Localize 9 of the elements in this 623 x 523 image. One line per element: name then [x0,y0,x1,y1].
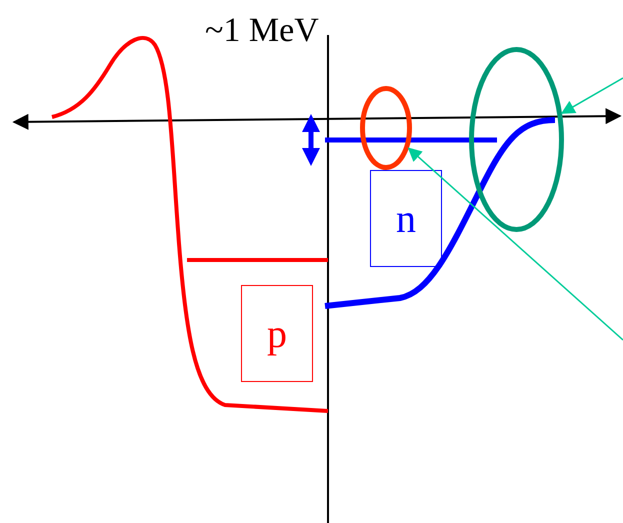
particle-label: n [396,195,416,242]
pointer-arrow [560,77,623,114]
energy-scale-label: ~1 MeV [205,14,319,48]
particle-box [241,285,313,382]
pointer-arrow [408,147,623,341]
particle-label: p [267,310,287,357]
highlight-ellipse [360,86,412,170]
particle-box [370,170,442,267]
highlight-ellipse [469,47,564,232]
